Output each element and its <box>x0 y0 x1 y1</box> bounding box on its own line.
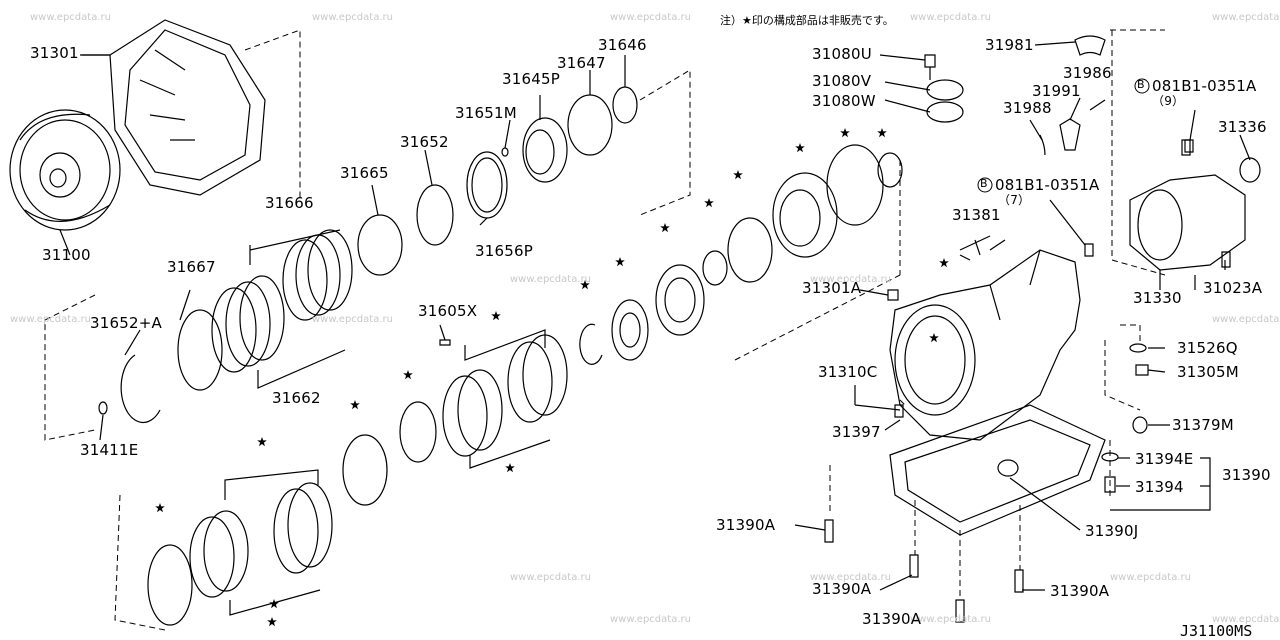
qty-label-upper: （9） <box>1152 94 1185 108</box>
part-label-081b1-0351a-upper[interactable]: 081B1-0351A <box>1152 77 1257 95</box>
watermark: www.epcdata.ru <box>312 12 393 23</box>
part-label-31080V[interactable]: 31080V <box>812 72 872 90</box>
part-label-31666[interactable]: 31666 <box>265 194 314 212</box>
watermark: www.epcdata.ru <box>910 12 991 23</box>
watermark: www.epcdata.ru <box>312 314 393 325</box>
part-label-31080W[interactable]: 31080W <box>812 92 876 110</box>
part-label-31647[interactable]: 31647 <box>557 54 606 72</box>
part-label-31330[interactable]: 31330 <box>1133 289 1182 307</box>
watermark: www.epcdata.ru <box>10 314 91 325</box>
part-label-31390A[interactable]: 31390A <box>812 580 872 598</box>
part-label-31411E[interactable]: 31411E <box>80 441 139 459</box>
watermark: www.epcdata.ru <box>510 572 591 583</box>
watermark: www.epcdata.ru <box>510 274 591 285</box>
part-label-31390A[interactable]: 31390A <box>1050 582 1110 600</box>
part-label-31605X[interactable]: 31605X <box>418 302 478 320</box>
part-label-31646[interactable]: 31646 <box>598 36 647 54</box>
part-label-31986[interactable]: 31986 <box>1063 64 1112 82</box>
part-label-31526Q[interactable]: 31526Q <box>1177 339 1238 357</box>
part-label-31667[interactable]: 31667 <box>167 258 216 276</box>
part-label-31397[interactable]: 31397 <box>832 423 881 441</box>
circled-b-icon <box>977 78 1150 193</box>
part-label-31381[interactable]: 31381 <box>952 206 1001 224</box>
watermark: www.epcdata.ru <box>30 12 111 23</box>
part-label-31305M[interactable]: 31305M <box>1177 363 1239 381</box>
circled-b-marker: B <box>980 177 988 190</box>
circled-b-marker: B <box>1137 78 1145 91</box>
part-label-31390J[interactable]: 31390J <box>1085 522 1139 540</box>
watermark: www.epcdata.ru <box>1212 614 1280 625</box>
watermark: www.epcdata.ru <box>610 614 691 625</box>
watermark: www.epcdata.ru <box>910 614 991 625</box>
watermark: www.epcdata.ru <box>1212 314 1280 325</box>
part-label-31656P[interactable]: 31656P <box>475 242 533 260</box>
part-label-31665[interactable]: 31665 <box>340 164 389 182</box>
watermark: www.epcdata.ru <box>1212 12 1280 23</box>
part-label-31301[interactable]: 31301 <box>30 44 79 62</box>
part-label-31662[interactable]: 31662 <box>272 389 321 407</box>
part-label-31652A[interactable]: 31652+A <box>90 314 162 332</box>
part-label-31390A[interactable]: 31390A <box>716 516 776 534</box>
part-label-31336[interactable]: 31336 <box>1218 118 1267 136</box>
qty-label-lower: （7） <box>998 193 1031 207</box>
watermark: www.epcdata.ru <box>810 274 891 285</box>
part-label-31988[interactable]: 31988 <box>1003 99 1052 117</box>
diagram-code: J31100MS <box>1180 622 1253 640</box>
part-label-31390A[interactable]: 31390A <box>862 610 922 628</box>
torque-converter <box>9 109 121 256</box>
watermark: www.epcdata.ru <box>1110 572 1191 583</box>
part-label-31981[interactable]: 31981 <box>985 36 1034 54</box>
part-label-31991[interactable]: 31991 <box>1032 82 1081 100</box>
watermark: www.epcdata.ru <box>610 12 691 23</box>
part-label-081b1-0351a-lower[interactable]: 081B1-0351A <box>995 176 1100 194</box>
part-label-31301A[interactable]: 31301A <box>802 279 862 297</box>
part-label-31645P[interactable]: 31645P <box>502 70 560 88</box>
part-label-31394E[interactable]: 31394E <box>1135 450 1194 468</box>
part-label-31652[interactable]: 31652 <box>400 133 449 151</box>
part-label-31310C[interactable]: 31310C <box>818 363 878 381</box>
part-label-31080U[interactable]: 31080U <box>812 45 872 63</box>
part-label-31394[interactable]: 31394 <box>1135 478 1184 496</box>
part-label-31651M[interactable]: 31651M <box>455 104 517 122</box>
part-label-31390[interactable]: 31390 <box>1222 466 1271 484</box>
part-label-31023A[interactable]: 31023A <box>1203 279 1263 297</box>
part-label-31379M[interactable]: 31379M <box>1172 416 1234 434</box>
non-sale-note: 注）★印の構成部品は非販売です。 <box>720 14 894 27</box>
watermark: www.epcdata.ru <box>810 572 891 583</box>
part-label-31100[interactable]: 31100 <box>42 246 91 264</box>
